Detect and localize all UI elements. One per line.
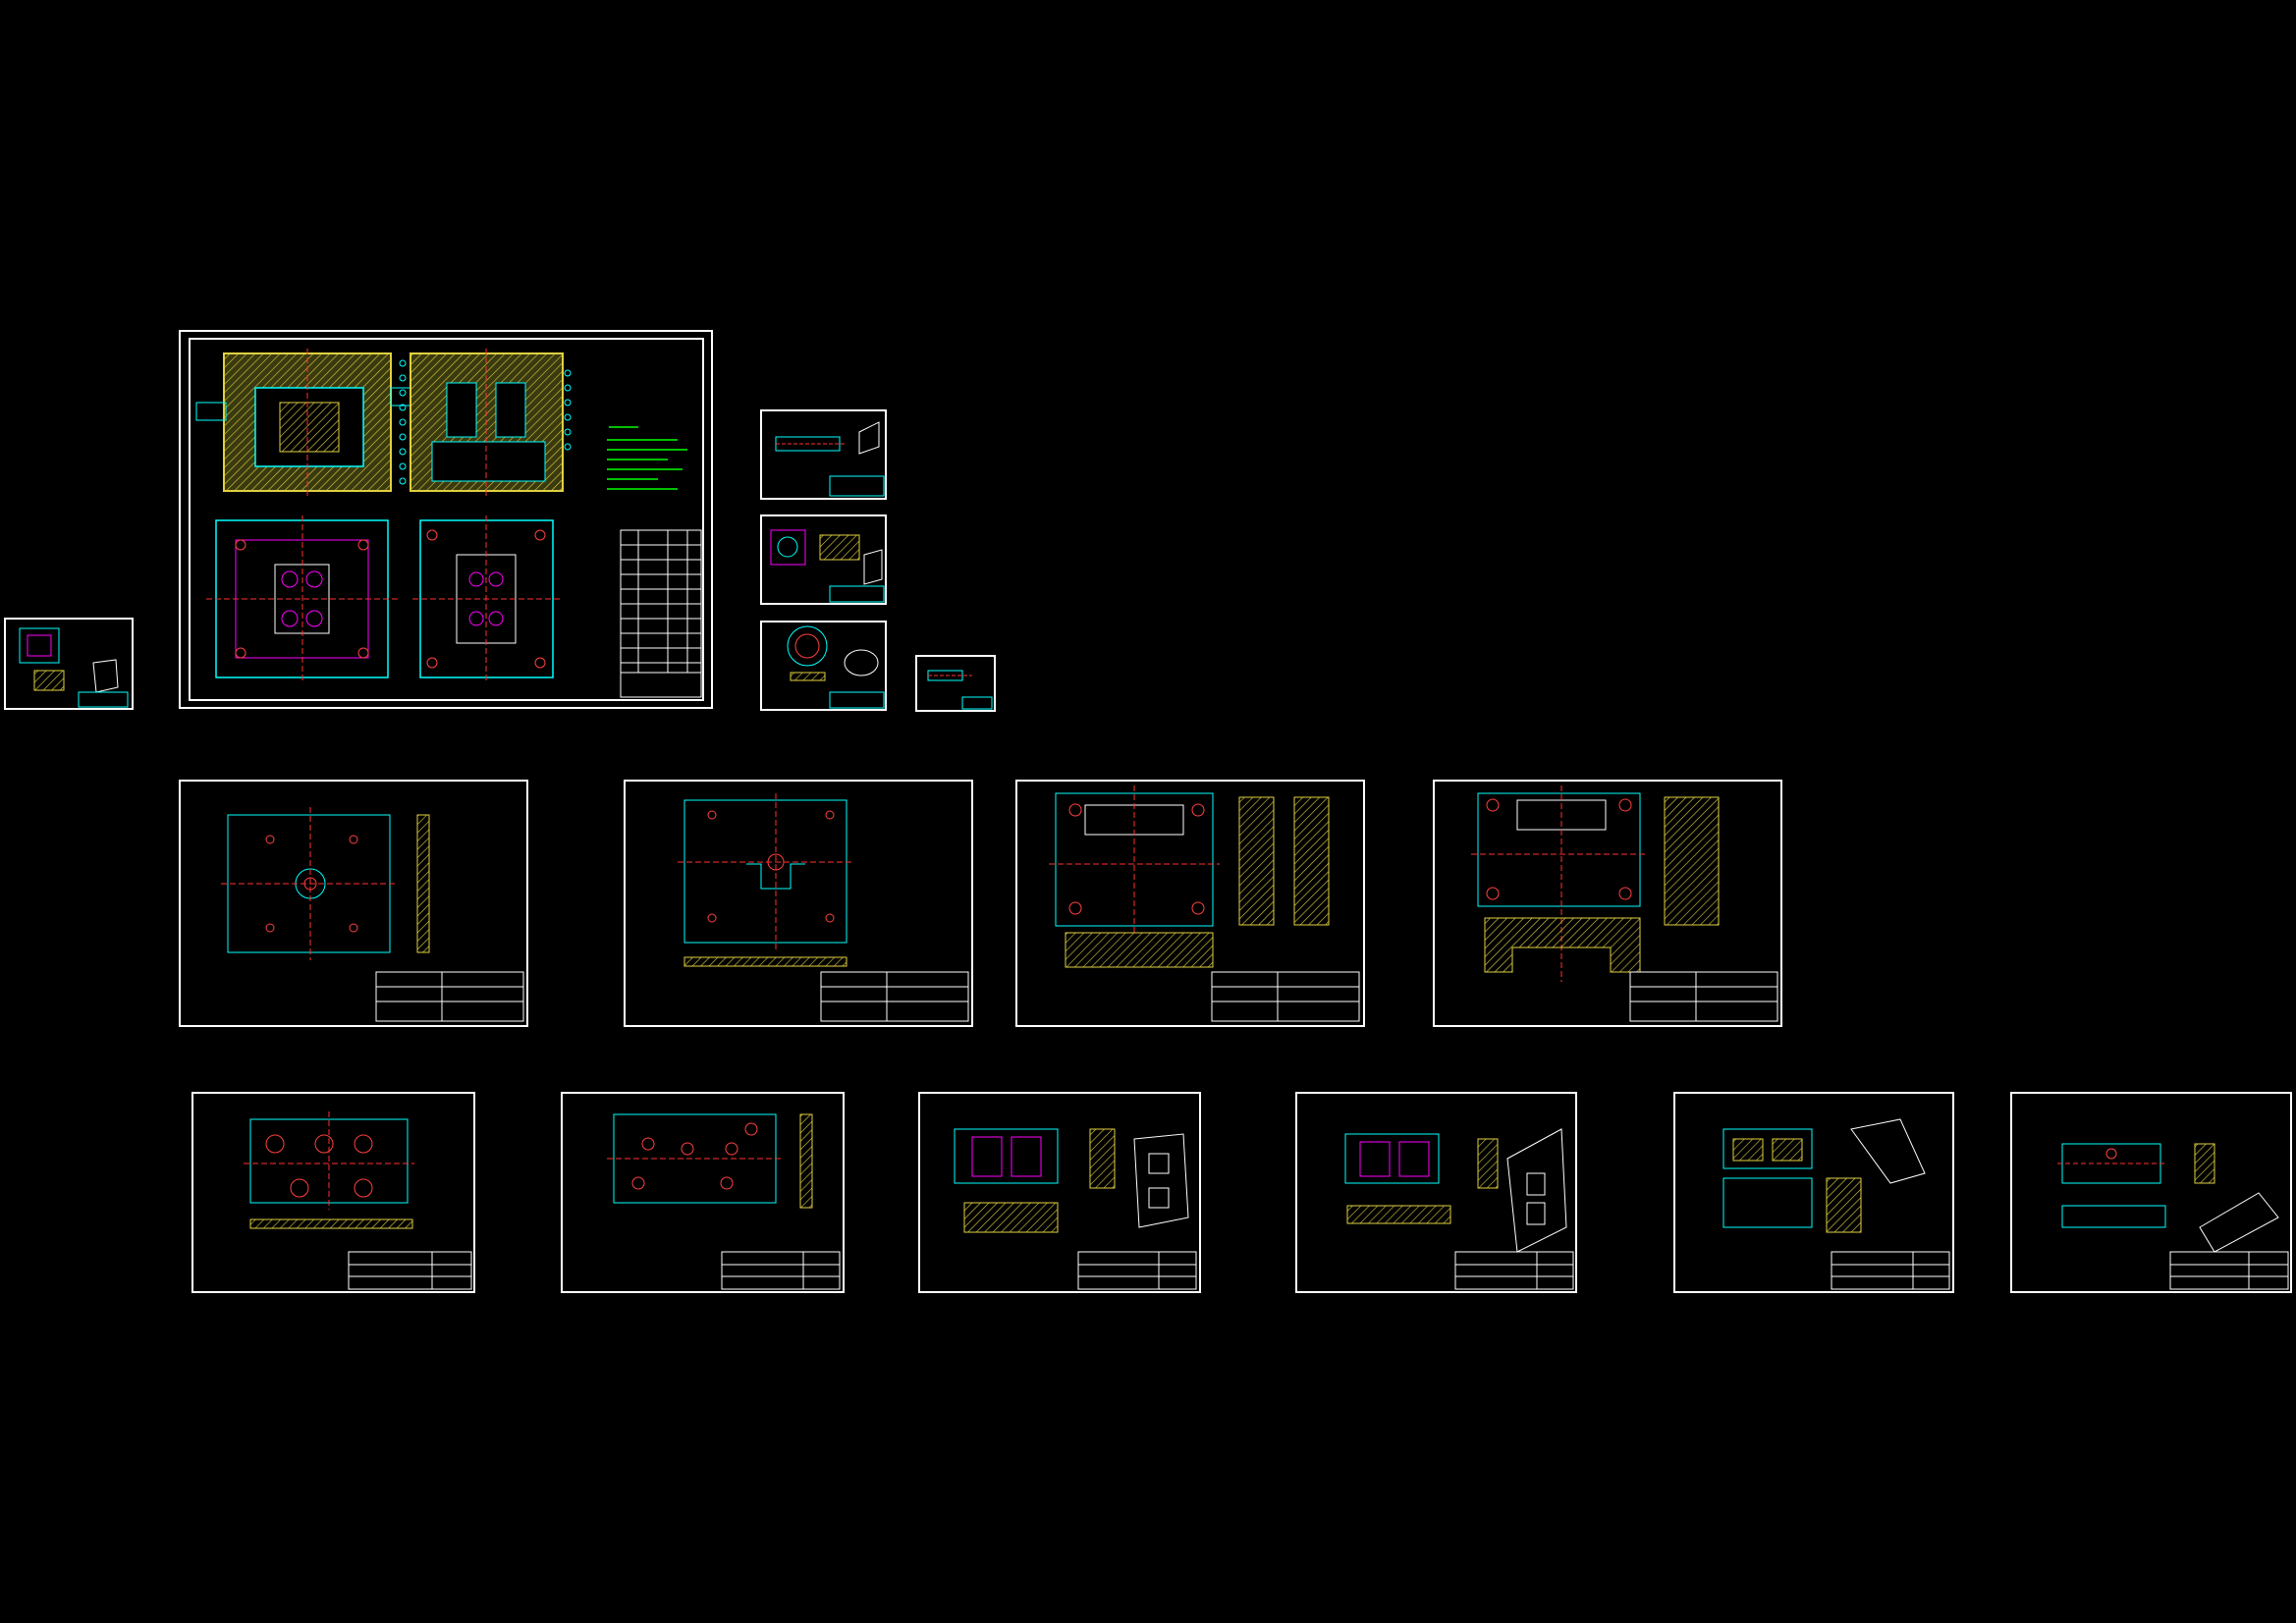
- plate-sheet-1[interactable]: [179, 780, 528, 1027]
- part-sheet-small-4[interactable]: [760, 621, 887, 711]
- sheet-inner-frame: [189, 338, 704, 701]
- section-view-b: [410, 349, 564, 496]
- plate-sheet-5[interactable]: [191, 1092, 475, 1293]
- part-sheet-small-2[interactable]: [760, 409, 887, 500]
- assembly-drawing-sheet[interactable]: [179, 330, 713, 709]
- part-sheet-small-1[interactable]: [4, 618, 134, 710]
- plate-sheet-6[interactable]: [561, 1092, 845, 1293]
- sheet-outer-frame: [179, 330, 713, 709]
- part-sheet-small-3[interactable]: [760, 514, 887, 605]
- plate-sheet-4[interactable]: [1433, 780, 1782, 1027]
- plan-view-b: [412, 515, 560, 682]
- plate-sheet-10[interactable]: [2010, 1092, 2292, 1293]
- bill-of-materials-table: [620, 529, 702, 698]
- plate-sheet-7[interactable]: [918, 1092, 1201, 1293]
- plate-sheet-9[interactable]: [1673, 1092, 1954, 1293]
- technical-requirements-text: [607, 426, 687, 490]
- part-sheet-small-5[interactable]: [915, 655, 996, 712]
- section-view-a: [195, 349, 419, 496]
- plate-sheet-2[interactable]: [624, 780, 973, 1027]
- plate-sheet-3[interactable]: [1015, 780, 1365, 1027]
- plate-sheet-8[interactable]: [1295, 1092, 1577, 1293]
- part-callouts: [399, 359, 572, 485]
- plan-view-a: [206, 515, 398, 682]
